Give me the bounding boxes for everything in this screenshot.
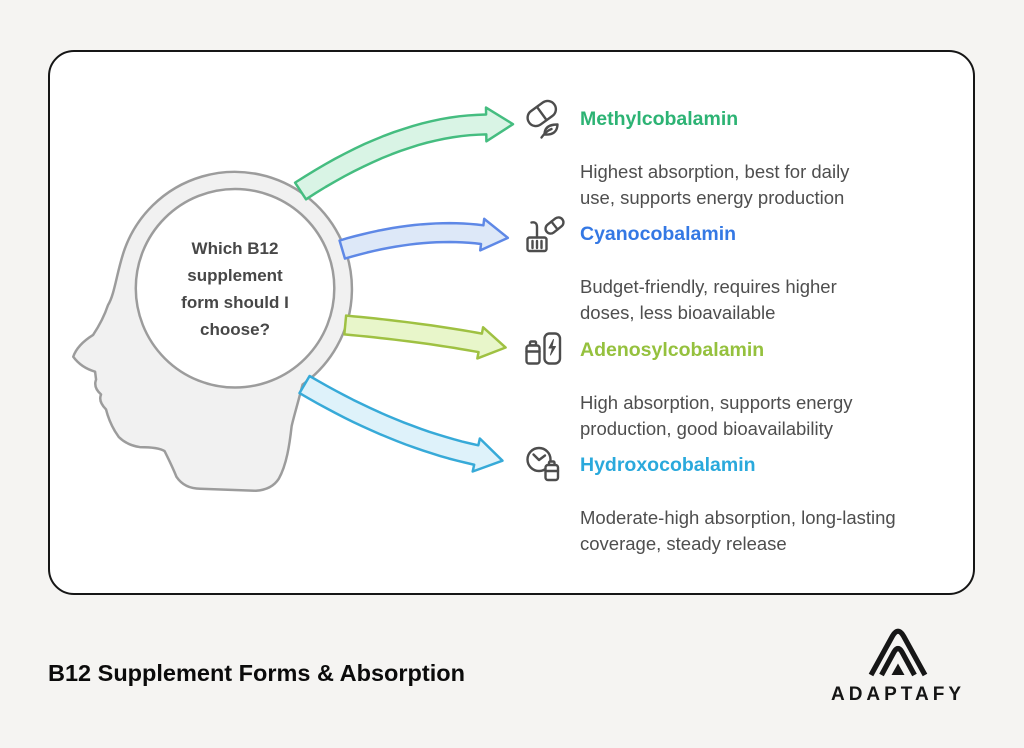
- supplement-description: Highest absorption, best for daily use, …: [580, 161, 850, 208]
- crate-pill-icon: [522, 213, 566, 257]
- supplement-name: Methylcobalamin: [580, 108, 739, 130]
- page-title: B12 Supplement Forms & Absorption: [48, 660, 465, 686]
- supplement-item: Cyanocobalamin Budget-friendly, requires…: [522, 216, 962, 333]
- supplement-item: Adenosylcobalamin High absorption, suppo…: [522, 332, 962, 449]
- supplement-name: Cyanocobalamin: [580, 223, 737, 245]
- brand-logo: ADAPTAFY: [810, 624, 986, 706]
- supplement-description: High absorption, supports energy product…: [580, 392, 853, 439]
- supplement-item: Hydroxocobalamin Moderate-high absorptio…: [522, 446, 962, 564]
- arrow-3: [343, 314, 507, 360]
- adaptafy-logo-icon: [868, 628, 928, 677]
- brand-name: ADAPTAFY: [830, 684, 966, 705]
- arrow-4: [298, 374, 504, 473]
- thought-circle: [134, 187, 336, 389]
- infographic-card: Which B12 supplement form should I choos…: [48, 50, 975, 595]
- supplement-description: Budget-friendly, requires higher doses, …: [580, 276, 837, 323]
- supplement-description: Moderate-high absorption, long-lasting c…: [580, 507, 896, 554]
- arrow-2: [338, 217, 510, 260]
- supplement-item: Methylcobalamin Highest absorption, best…: [522, 99, 962, 218]
- capsule-leaf-icon: [522, 98, 566, 142]
- head-and-arrows-graphic: [71, 106, 515, 492]
- battery-charging-icon: [522, 329, 566, 373]
- supplement-name: Hydroxocobalamin: [580, 454, 756, 476]
- supplement-name: Adenosylcobalamin: [580, 339, 765, 361]
- question-text: Which B12 supplement form should I choos…: [181, 239, 289, 339]
- clock-battery-icon: [522, 444, 566, 488]
- arrows-layer: [293, 106, 515, 473]
- arrow-1: [293, 106, 515, 201]
